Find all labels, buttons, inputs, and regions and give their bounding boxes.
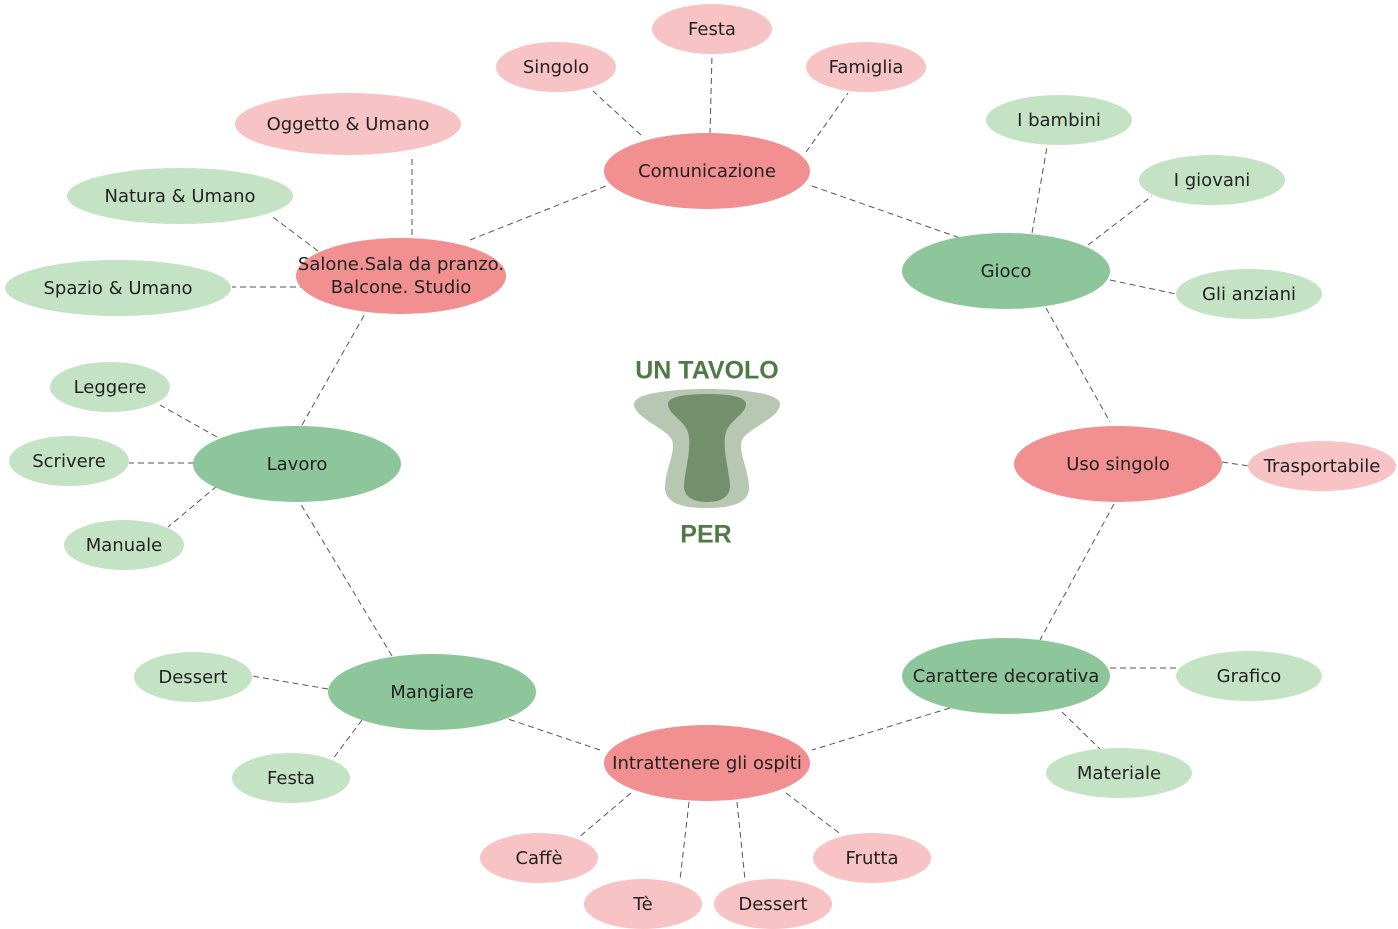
connector-ring-uso-singolo-carattere: [1039, 503, 1115, 641]
node-trasportabile[interactable]: Trasportabile: [1248, 441, 1396, 491]
connector-link-comunicazione-festa: [709, 54, 713, 135]
node-te[interactable]: Tè: [584, 879, 702, 929]
node-lavoro[interactable]: Lavoro: [193, 426, 401, 502]
node-leggere[interactable]: Leggere: [50, 362, 170, 412]
node-manuale[interactable]: Manuale: [64, 520, 184, 570]
connector-link-uso-singolo-trasportabile: [1221, 461, 1250, 467]
node-mangiare[interactable]: Mangiare: [328, 654, 536, 730]
node-i-giovani[interactable]: I giovani: [1139, 155, 1285, 205]
connector-link-mangiare-festa: [331, 719, 363, 761]
node-festa-mangiare[interactable]: Festa: [232, 753, 350, 803]
connector-ring-salone-comunicazione: [469, 185, 607, 241]
connector-link-lavoro-leggere: [159, 404, 218, 438]
connector-link-salone-natura: [269, 214, 319, 252]
connector-ring-comunicazione-gioco: [811, 185, 961, 239]
connector-link-gioco-i-giovani: [1087, 195, 1153, 246]
node-dessert-intrattenere[interactable]: Dessert: [714, 879, 832, 929]
connector-ring-carattere-intrattenere: [811, 707, 951, 751]
node-frutta[interactable]: Frutta: [813, 833, 931, 883]
node-singolo[interactable]: Singolo: [496, 42, 616, 92]
diagram-subtitle: PER: [680, 520, 732, 549]
node-uso-singolo[interactable]: Uso singolo: [1014, 426, 1222, 502]
node-carattere-decorativa[interactable]: Carattere decorativa: [902, 638, 1110, 714]
node-natura-umano[interactable]: Natura & Umano: [67, 168, 293, 224]
node-scrivere[interactable]: Scrivere: [9, 436, 129, 486]
connector-link-intrattenere-frutta: [785, 792, 843, 836]
node-intrattenere-gli-ospiti[interactable]: Intrattenere gli ospiti: [604, 725, 810, 801]
node-grafico[interactable]: Grafico: [1176, 651, 1322, 701]
node-gioco[interactable]: Gioco: [902, 233, 1110, 309]
connector-link-carattere-materiale: [1061, 711, 1101, 750]
node-famiglia[interactable]: Famiglia: [806, 42, 926, 92]
node-materiale[interactable]: Materiale: [1046, 748, 1192, 798]
node-dessert-mangiare[interactable]: Dessert: [134, 652, 252, 702]
connector-link-intrattenere-caffe: [577, 792, 632, 839]
connector-link-intrattenere-dessert: [736, 801, 746, 881]
connector-link-gioco-gli-anziani: [1109, 279, 1177, 295]
table-icon: [634, 389, 780, 508]
node-spazio-umano[interactable]: Spazio & Umano: [5, 260, 231, 316]
node-festa-comunicazione[interactable]: Festa: [652, 4, 772, 54]
diagram-title: UN TAVOLO: [635, 356, 779, 385]
connector-ring-gioco-uso-singolo: [1045, 307, 1111, 423]
connector-link-mangiare-dessert: [251, 675, 329, 690]
connector-ring-mangiare-lavoro: [299, 502, 393, 657]
node-caffe[interactable]: Caffè: [480, 833, 598, 883]
table-icon-inner: [668, 394, 746, 502]
connector-ring-lavoro-salone: [301, 311, 367, 426]
connector-link-intrattenere-te: [679, 801, 690, 881]
connector-link-comunicazione-singolo: [592, 90, 642, 136]
connector-ring-intrattenere-mangiare: [504, 717, 601, 751]
node-gli-anziani[interactable]: Gli anziani: [1176, 269, 1322, 319]
node-oggetto-umano[interactable]: Oggetto & Umano: [235, 93, 461, 155]
node-comunicazione[interactable]: Comunicazione: [604, 133, 810, 209]
connector-link-comunicazione-famiglia: [805, 92, 849, 153]
node-i-bambini[interactable]: I bambini: [986, 95, 1132, 145]
node-salone-sala-da-pranzo[interactable]: Salone.Sala da pranzo. Balcone. Studio: [296, 238, 506, 314]
connector-link-lavoro-manuale: [167, 485, 218, 528]
connector-link-gioco-i-bambini: [1031, 146, 1048, 234]
